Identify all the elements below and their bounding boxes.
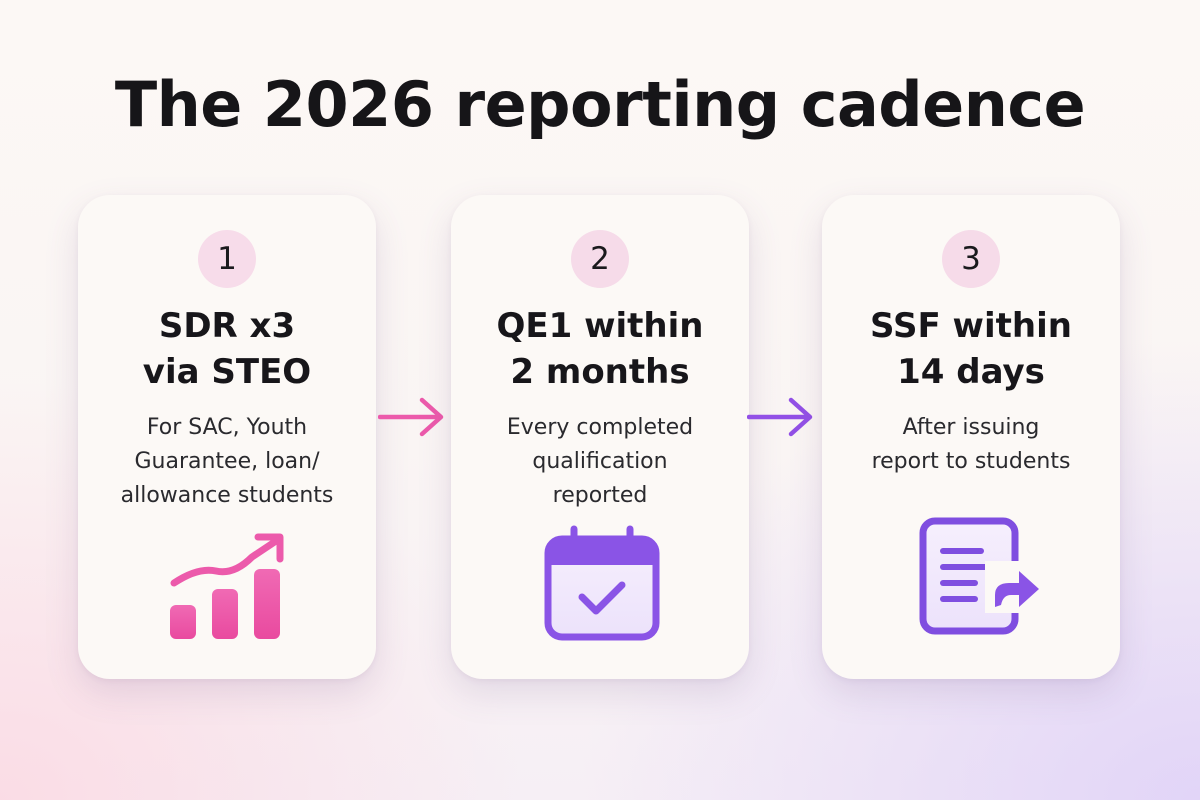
step-heading-line: via STEO xyxy=(142,352,312,392)
arrow-right-icon xyxy=(378,397,444,437)
step-heading-line: QE1 within xyxy=(496,306,704,346)
bar-chart-trend-icon xyxy=(170,533,284,639)
step-heading: SSF within 14 days xyxy=(832,303,1110,395)
step-card-1: 1 SDR x3 via STEO For SAC, Youth Guarant… xyxy=(78,195,376,679)
step-description: For SAC, Youth Guarantee, loan/ allowanc… xyxy=(92,411,362,513)
step-number-badge: 1 xyxy=(198,230,256,288)
trend-arrowhead xyxy=(254,533,284,563)
step-number-badge: 3 xyxy=(942,230,1000,288)
chart-bar xyxy=(212,589,238,639)
trend-line xyxy=(170,537,280,587)
calendar-check-icon xyxy=(544,525,660,641)
step-heading-line: 2 months xyxy=(510,352,690,392)
step-heading: SDR x3 via STEO xyxy=(88,303,366,395)
step-heading-line: 14 days xyxy=(897,352,1045,392)
step-card-3: 3 SSF within 14 days After issuing repor… xyxy=(822,195,1120,679)
step-description-line: reported xyxy=(552,483,648,508)
arrow-right-icon xyxy=(747,397,813,437)
step-heading-line: SDR x3 xyxy=(158,306,296,346)
page-title: The 2026 reporting cadence xyxy=(114,68,1086,141)
step-description: Every completed qualification reported xyxy=(465,411,735,513)
step-heading-line: SSF within xyxy=(870,306,1072,346)
calendar-header xyxy=(551,542,653,565)
step-description-line: After issuing xyxy=(902,415,1040,440)
step-description: After issuing report to students xyxy=(836,411,1106,479)
check-mark xyxy=(578,581,626,615)
step-description-line: report to students xyxy=(871,449,1071,474)
step-number-badge: 2 xyxy=(571,230,629,288)
step-description-line: For SAC, Youth xyxy=(146,415,308,440)
step-description-line: Guarantee, loan/ xyxy=(134,449,320,474)
chart-bar xyxy=(254,569,280,639)
chart-bar xyxy=(170,605,196,639)
share-arrow xyxy=(995,571,1039,607)
document-share-icon xyxy=(919,517,1039,635)
step-description-line: allowance students xyxy=(120,483,334,508)
step-description-line: Every completed xyxy=(506,415,694,440)
step-heading: QE1 within 2 months xyxy=(461,303,739,395)
step-description-line: qualification xyxy=(532,449,668,474)
step-card-2: 2 QE1 within 2 months Every completed qu… xyxy=(451,195,749,679)
